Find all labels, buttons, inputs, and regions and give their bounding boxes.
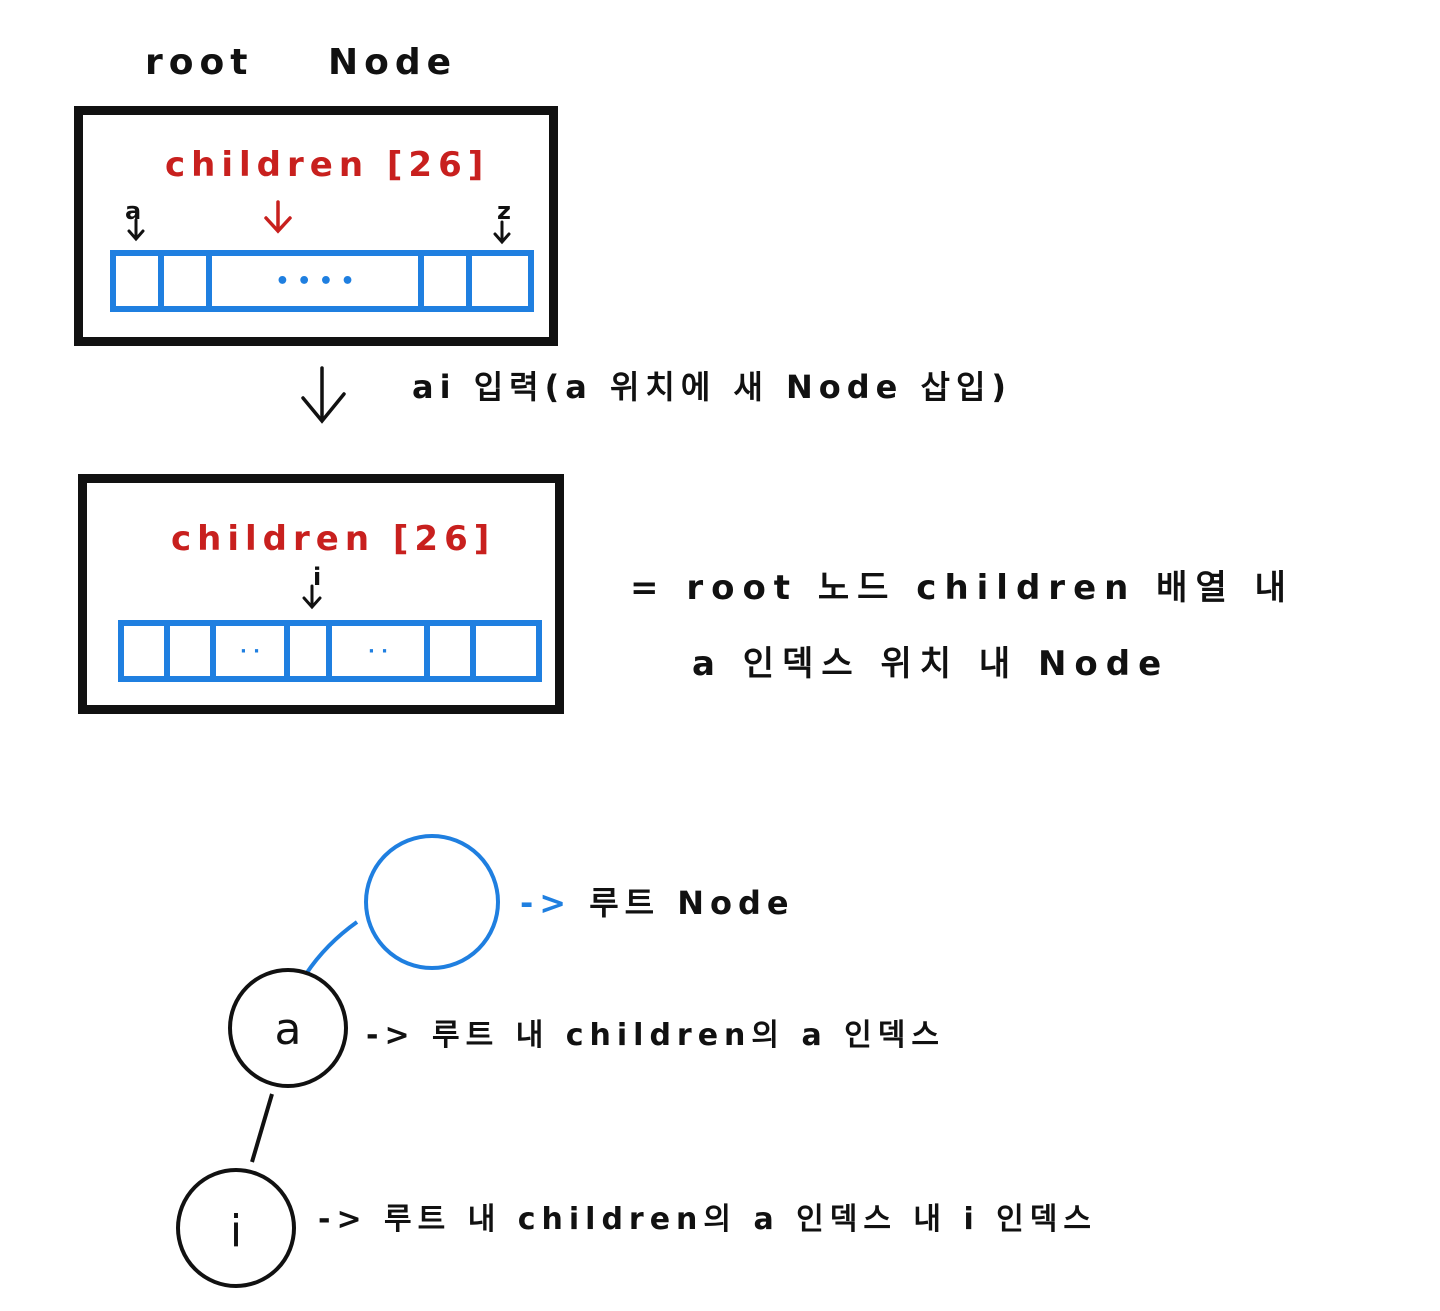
a-desc-text: 루트 내 children의 a 인덱스 (432, 1018, 945, 1053)
arrow-right-icon: -> (520, 884, 573, 922)
array-cell (424, 256, 472, 306)
explanation-line-2: a 인덱스 위치 내 Node (692, 644, 1170, 684)
node-label: Node (328, 42, 458, 83)
array-cell-dots: · · (216, 626, 290, 676)
insert-step-caption: ai 입력(a 위치에 새 Node 삽입) (412, 368, 1013, 406)
tree-i-node (176, 1168, 296, 1288)
array-cell-dots: · · (332, 626, 430, 676)
root-node-description: -> 루트 Node (520, 878, 795, 924)
a-to-i-edge (250, 1093, 274, 1163)
index-i-letter: i (313, 563, 322, 591)
index-a-letter: a (125, 197, 142, 225)
index-z-letter: z (497, 197, 511, 225)
a-node-description: -> 루트 내 children의 a 인덱스 (366, 1010, 945, 1054)
arrow-right-icon: -> (366, 1018, 416, 1053)
children-array: • • • • (110, 250, 534, 312)
tree-a-node (228, 968, 348, 1088)
a-node-box: children [26] i · · · · (78, 474, 564, 714)
z-pointer-arrow-icon (493, 220, 511, 245)
tree-root-node (364, 834, 500, 970)
array-cell (124, 626, 170, 676)
tree-a-label: a (275, 1004, 302, 1055)
i-node-description: -> 루트 내 children의 a 인덱스 내 i 인덱스 (318, 1194, 1097, 1238)
tree-i-label: i (230, 1206, 242, 1257)
array-cell-i (290, 626, 332, 676)
children-array-label-2: children [26] (171, 519, 496, 559)
root-to-a-edge (304, 920, 359, 976)
root-label: root (145, 42, 254, 83)
dots-right: · · (368, 640, 388, 662)
i-pointer-arrow-icon (302, 584, 322, 610)
root-desc-text: 루트 Node (589, 884, 795, 922)
array-cell (170, 626, 216, 676)
array-cell-a (116, 256, 164, 306)
a-pointer-arrow-icon (127, 218, 145, 242)
array-cell (430, 626, 476, 676)
children-pointer-arrow-icon (264, 200, 292, 234)
i-desc-text: 루트 내 children의 a 인덱스 내 i 인덱스 (384, 1202, 1097, 1237)
array-cell-ellipsis: • • • • (212, 256, 424, 306)
explanation-line-1: = root 노드 children 배열 내 (630, 568, 1294, 608)
children-array-2: · · · · (118, 620, 542, 682)
arrow-right-icon: -> (318, 1202, 368, 1237)
array-cell (164, 256, 212, 306)
ellipsis-dots: • • • • (275, 268, 355, 294)
dots-left: · · (240, 640, 260, 662)
down-arrow-icon (301, 366, 346, 424)
root-node-box: children [26] a z • • • • (74, 106, 558, 346)
children-array-label: children [26] (165, 145, 490, 185)
